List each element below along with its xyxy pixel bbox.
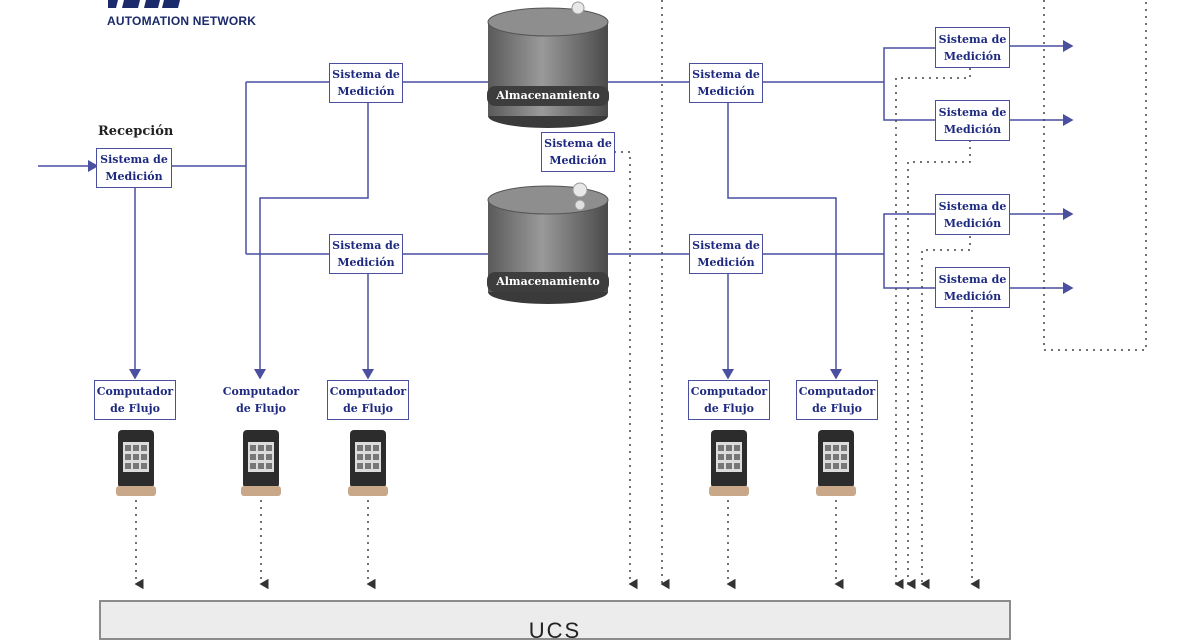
measurement-line2: Medición xyxy=(337,85,395,98)
flow-line2: de Flujo xyxy=(704,402,754,415)
flow-computer-label-5: Computador de Flujo xyxy=(796,380,878,420)
measurement-line2: Medición xyxy=(697,85,755,98)
measurement-line1: Sistema de xyxy=(938,199,1007,213)
measurement-line2: Medición xyxy=(943,49,1002,63)
measurement-system-out-3: Sistema de Medición xyxy=(935,194,1010,235)
measurement-line1: Sistema de xyxy=(938,105,1007,119)
logo-subtitle: AUTOMATION NETWORK xyxy=(107,14,257,28)
measurement-system-out-4: Sistema de Medición xyxy=(935,267,1010,308)
flow-line1: Computador xyxy=(329,385,407,398)
flow-computer-device-icon xyxy=(241,430,281,496)
measurement-system-bottom-left: Sistema de Medición xyxy=(329,234,403,274)
measurement-line1: Sistema de xyxy=(938,272,1007,286)
connection-lines xyxy=(38,0,1147,590)
flow-computer-device-icon xyxy=(709,430,749,496)
measurement-system-reception: Sistema de Medición xyxy=(96,148,172,188)
measurement-system-out-2: Sistema de Medición xyxy=(935,100,1010,141)
flow-computer-device-icon xyxy=(348,430,388,496)
control-system-label: UCS xyxy=(528,618,582,643)
measurement-line2: Medición xyxy=(105,170,163,183)
flow-computer-device-icon xyxy=(116,430,156,496)
measurement-line2: Medición xyxy=(697,256,755,269)
measurement-line2: Medición xyxy=(337,256,395,269)
measurement-line1: Sistema de xyxy=(692,239,760,252)
diagram-canvas: AUTOMATION NETWORK Recepción Sistema de … xyxy=(38,0,1147,643)
measurement-system-center: Sistema de Medición xyxy=(541,132,615,172)
measurement-system-bottom-right: Sistema de Medición xyxy=(689,234,763,274)
flow-line1: Computador xyxy=(690,385,768,398)
measurement-line1: Sistema de xyxy=(938,32,1007,46)
flow-line2: de Flujo xyxy=(812,402,862,415)
measurement-line2: Medición xyxy=(943,216,1002,230)
flow-line2: de Flujo xyxy=(343,402,393,415)
flow-line2: de Flujo xyxy=(110,402,160,415)
flow-computer-label-2: Computador de Flujo xyxy=(220,380,302,420)
flow-line1: Computador xyxy=(222,385,300,398)
measurement-line1: Sistema de xyxy=(100,153,168,166)
flow-line2: de Flujo xyxy=(236,402,286,415)
storage-label-top: Almacenamiento xyxy=(496,89,600,102)
control-system-bar: UCS xyxy=(99,600,1011,643)
storage-tank-bottom xyxy=(487,182,609,304)
flow-computer-label-4: Computador de Flujo xyxy=(688,380,770,420)
measurement-system-top-left: Sistema de Medición xyxy=(329,63,403,103)
measurement-system-top-right: Sistema de Medición xyxy=(689,63,763,103)
measurement-line1: Sistema de xyxy=(544,137,612,150)
measurement-line1: Sistema de xyxy=(332,68,400,81)
flow-computer-label-3: Computador de Flujo xyxy=(327,380,409,420)
measurement-line1: Sistema de xyxy=(332,239,400,252)
flow-line1: Computador xyxy=(96,385,174,398)
reception-label: Recepción xyxy=(98,124,174,139)
storage-tank-top xyxy=(487,1,609,128)
flow-computer-label-1: Computador de Flujo xyxy=(94,380,176,420)
flow-computer-device-icon xyxy=(816,430,856,496)
measurement-line1: Sistema de xyxy=(692,68,760,81)
measurement-line2: Medición xyxy=(549,154,607,167)
measurement-line2: Medición xyxy=(943,289,1002,303)
storage-label-bottom: Almacenamiento xyxy=(496,275,600,288)
measurement-system-out-1: Sistema de Medición xyxy=(935,27,1010,68)
ares-logo-mark xyxy=(108,0,180,8)
flow-line1: Computador xyxy=(798,385,876,398)
measurement-line2: Medición xyxy=(943,122,1002,136)
